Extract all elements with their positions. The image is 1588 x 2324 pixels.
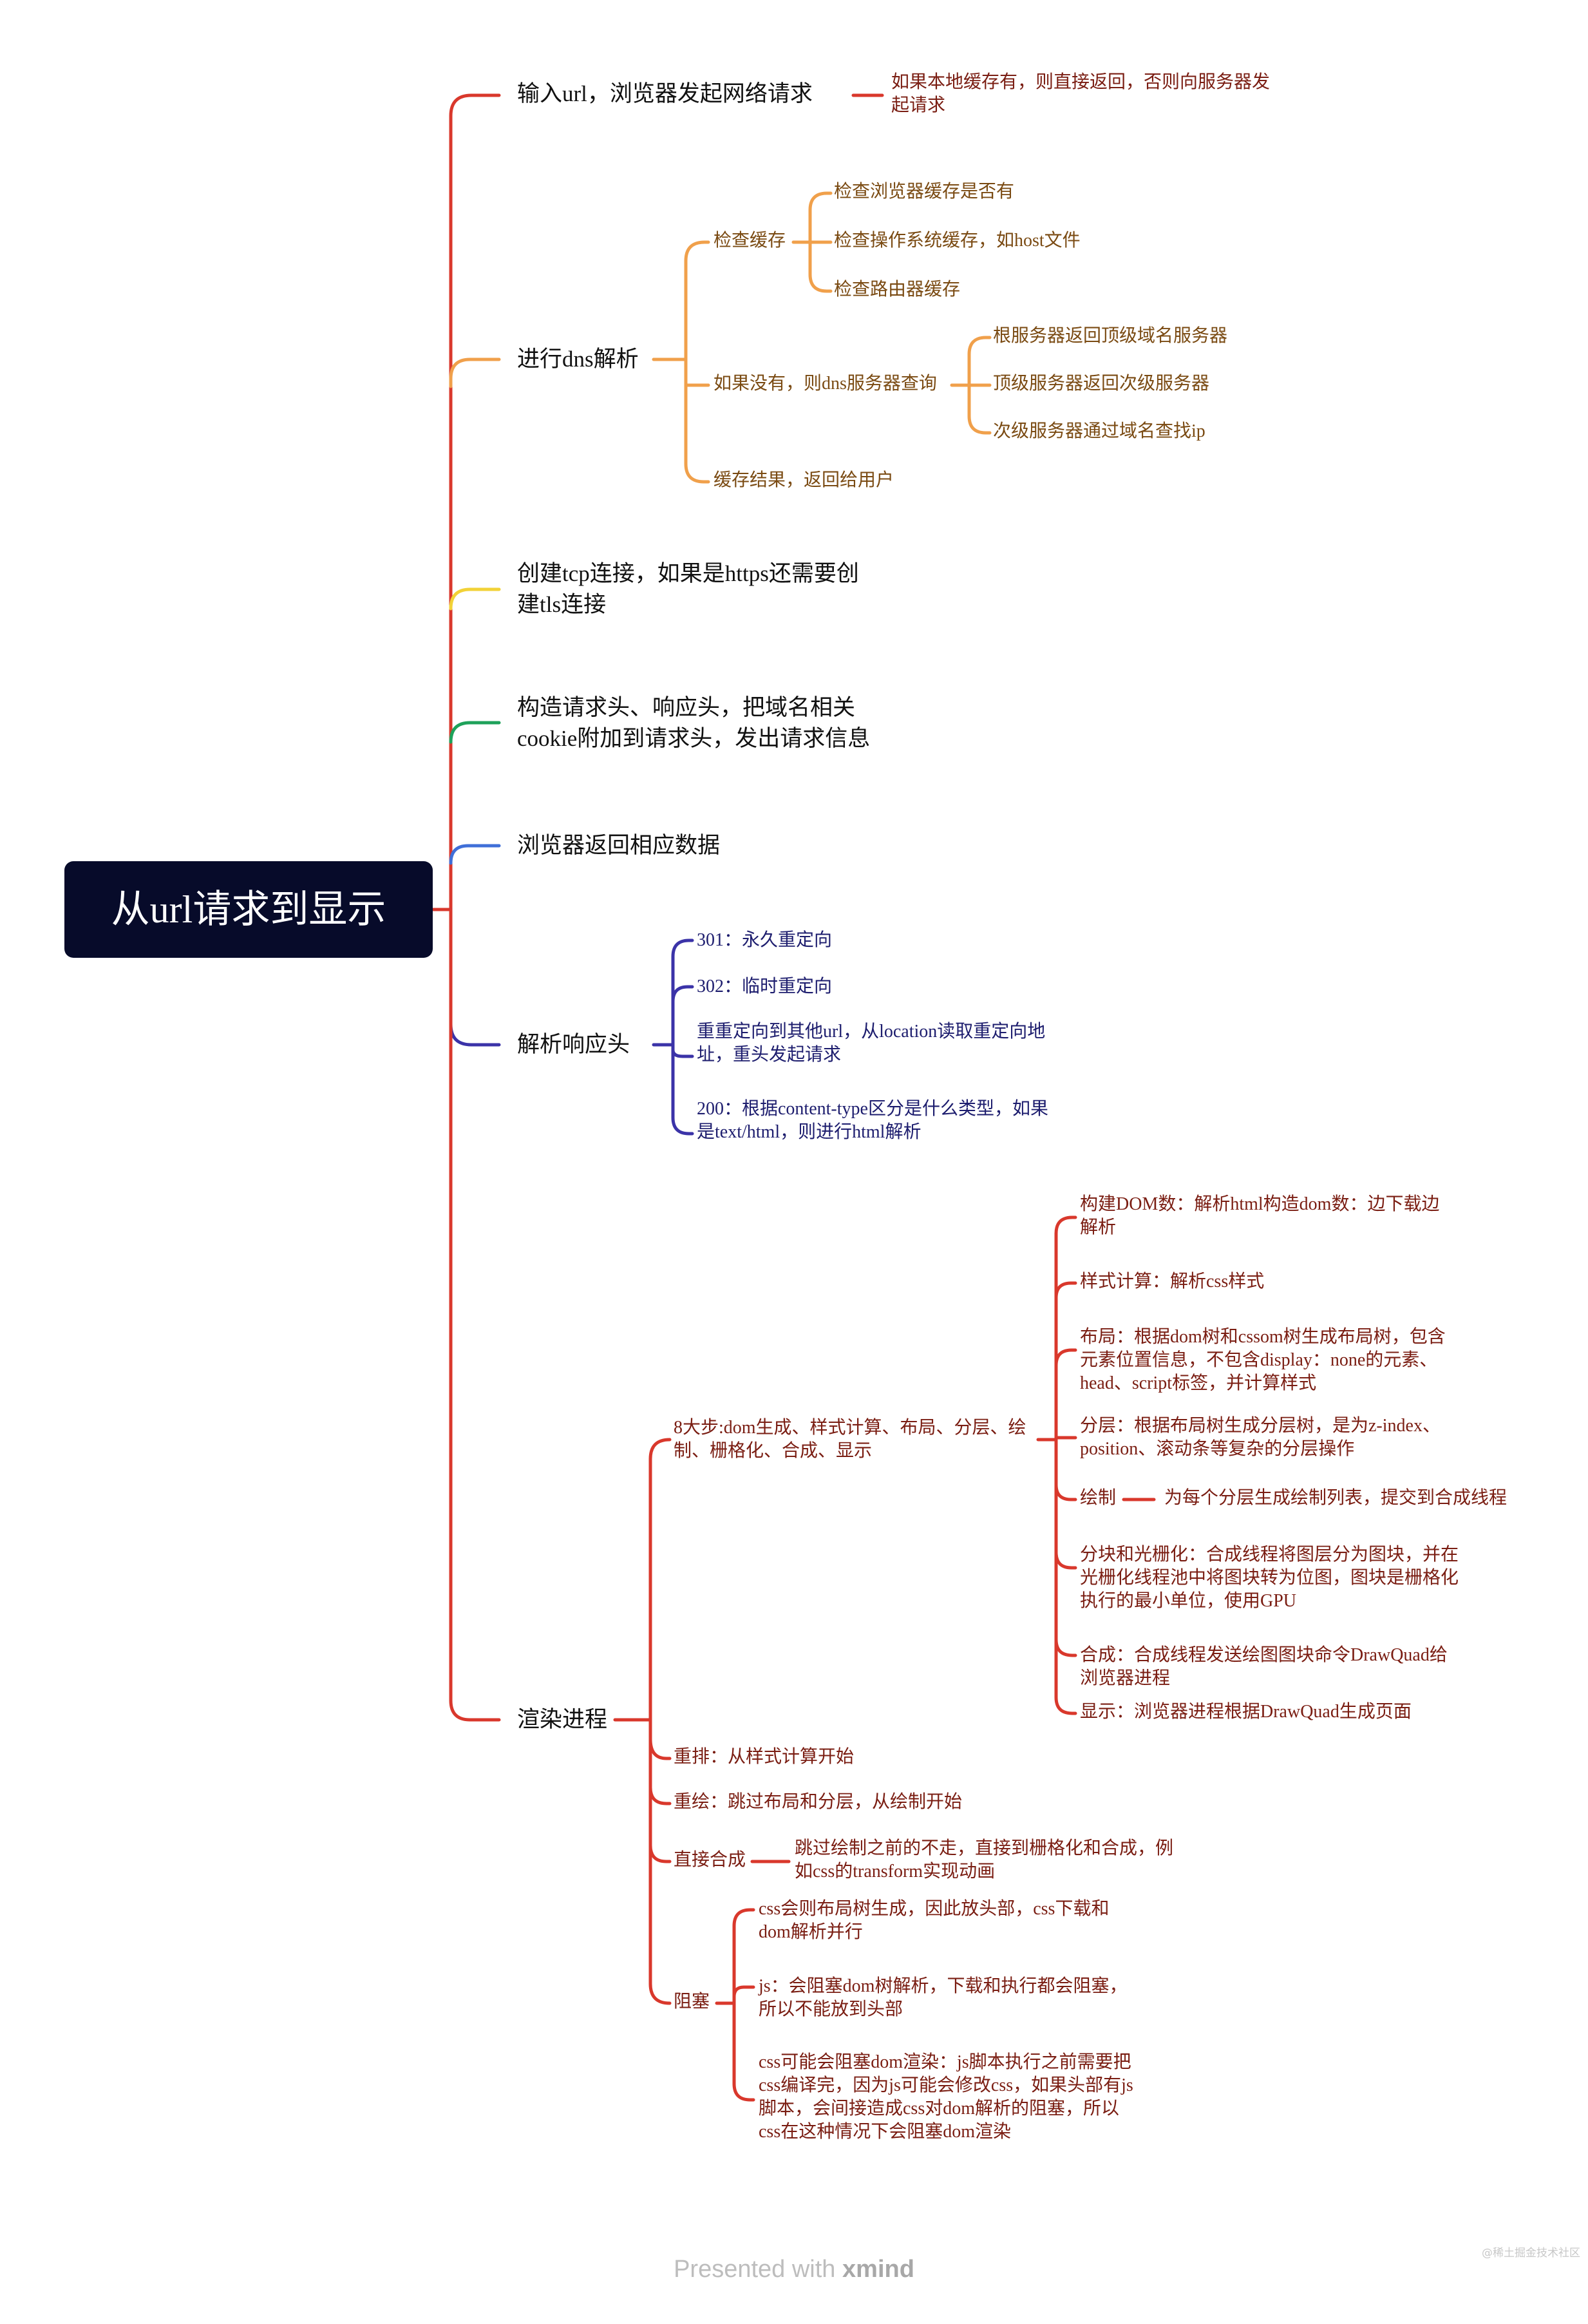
dns-cache[interactable]: 检查缓存: [714, 231, 786, 251]
trunk-render: [449, 908, 501, 1722]
render-step-item[interactable]: 构建DOM数：解析html构造dom数：边下载边 解析: [1080, 1194, 1440, 1237]
dns-query-item[interactable]: 次级服务器通过域名查找ip: [993, 421, 1205, 441]
render-step-item[interactable]: 绘制: [1080, 1488, 1117, 1508]
composite-note[interactable]: 跳过绘制之前的不走，直接到栅格化和合成，例 如css的transform实现动画: [795, 1838, 1174, 1881]
render-block[interactable]: 阻塞: [674, 1992, 710, 2012]
link-dns-cache: [684, 240, 710, 361]
block-item[interactable]: css会则布局树生成，因此放头部，css下载和 dom解析并行: [759, 1899, 1110, 1942]
dns-query[interactable]: 如果没有，则dns服务器查询: [714, 374, 937, 394]
link-dns-query: [684, 357, 710, 387]
trunk-request: [449, 93, 501, 911]
link-query-items: [967, 336, 992, 435]
root-node[interactable]: [64, 861, 433, 958]
branch-request[interactable]: 输入url，浏览器发起网络请求: [517, 81, 813, 106]
parse-item[interactable]: 200：根据content-type区分是什么类型，如果 是text/html，…: [697, 1099, 1048, 1142]
render-step-item[interactable]: 合成：合成线程发送绘图图块命令DrawQuad给 浏览器进程: [1080, 1645, 1448, 1688]
parse-item[interactable]: 301：永久重定向: [697, 930, 833, 950]
branch-tcp[interactable]: 创建tcp连接，如果是https还需要创 建tls连接: [517, 561, 859, 617]
link-cache-items: [808, 191, 833, 293]
render-composite[interactable]: 直接合成: [674, 1850, 746, 1870]
request-note[interactable]: 如果本地缓存有，则直接返回，否则向服务器发 起请求: [891, 72, 1271, 115]
block-item[interactable]: css可能会阻塞dom渲染：js脚本执行之前需要把 css编译完，因为js可能会…: [759, 2052, 1133, 2142]
link-block-items: [732, 1908, 755, 2102]
branch-response[interactable]: 浏览器返回相应数据: [517, 833, 721, 858]
corner-watermark: @稀土掘金技术社区: [1482, 2247, 1580, 2260]
trunk-parse: [449, 908, 501, 1047]
render-step-item[interactable]: 分层：根据布局树生成分层树，是为z-index、 position、滚动条等复杂…: [1080, 1416, 1441, 1459]
parse-item[interactable]: 302：临时重定向: [697, 976, 833, 996]
dns-result[interactable]: 缓存结果，返回给用户: [714, 470, 894, 490]
dns-query-item[interactable]: 根服务器返回顶级域名服务器: [993, 326, 1228, 346]
render-step-item[interactable]: 分块和光栅化：合成线程将图层分为图块，并在 光栅化线程池中将图块转为位图，图块是…: [1080, 1545, 1459, 1611]
link-render-branches: [648, 1438, 672, 2005]
block-item[interactable]: js：会阻塞dom树解析，下载和执行都会阻塞， 所以不能放到头部: [759, 1976, 1128, 2019]
parse-item[interactable]: 重重定向到其他url，从location读取重定向地 址，重头发起请求: [697, 1022, 1046, 1065]
render-steps[interactable]: 8大步:dom生成、样式计算、布局、分层、绘 制、栅格化、合成、显示: [674, 1418, 1026, 1461]
render-repaint[interactable]: 重绘：跳过布局和分层，从绘制开始: [674, 1792, 963, 1812]
paint-note[interactable]: 为每个分层生成绘制列表，提交到合成线程: [1164, 1488, 1508, 1508]
trunk-response: [449, 844, 501, 865]
branch-dns[interactable]: 进行dns解析: [517, 347, 639, 372]
dns-cache-item[interactable]: 检查浏览器缓存是否有: [834, 182, 1015, 202]
branch-render[interactable]: 渲染进程: [517, 1707, 608, 1732]
link-dns-result: [684, 357, 710, 484]
root-label: 从url请求到显示: [111, 888, 386, 931]
footer-prefix: Presented with: [674, 2256, 836, 2283]
xmind-logo: xmind: [842, 2256, 914, 2283]
trunk-tcp: [449, 587, 501, 611]
branch-headers[interactable]: 构造请求头、响应头，把域名相关 cookie附加到请求头，发出请求信息: [517, 695, 871, 751]
footer-watermark: Presented with xmind: [0, 2256, 1588, 2283]
render-step-item[interactable]: 样式计算：解析css样式: [1080, 1272, 1265, 1291]
dns-query-item[interactable]: 顶级服务器返回次级服务器: [993, 374, 1210, 394]
trunk-headers: [449, 721, 501, 744]
dns-cache-item[interactable]: 检查路由器缓存: [834, 280, 961, 300]
render-step-item[interactable]: 显示：浏览器进程根据DrawQuad生成页面: [1080, 1702, 1412, 1722]
branch-parse[interactable]: 解析响应头: [517, 1032, 630, 1057]
trunk-dns: [449, 357, 501, 388]
dns-cache-item[interactable]: 检查操作系统缓存，如host文件: [834, 231, 1081, 251]
render-step-item[interactable]: 布局：根据dom树和cssom树生成布局树，包含 元素位置信息，不包含displ…: [1080, 1327, 1446, 1393]
link-steps-items: [1054, 1215, 1077, 1715]
render-reflow[interactable]: 重排：从样式计算开始: [674, 1747, 855, 1767]
link-parse-items: [671, 938, 694, 1136]
